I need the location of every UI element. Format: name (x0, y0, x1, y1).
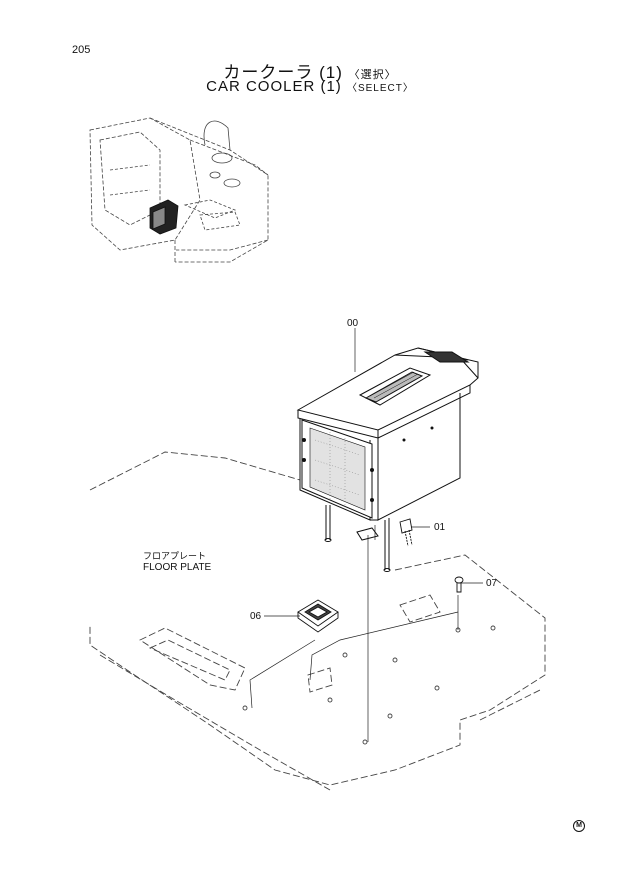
label-part-00: 00 (347, 318, 359, 329)
label-part-07: 07 (486, 578, 498, 589)
label-part-06: 06 (250, 611, 262, 622)
floor-plate (89, 451, 546, 791)
corner-m-mark: M (573, 820, 585, 832)
label-part-01: 01 (434, 522, 446, 533)
floor-plate-label-japanese: フロアプレート (143, 551, 207, 561)
floor-plate-label-english: FLOOR PLATE (143, 562, 212, 573)
car-cooler-unit (296, 347, 479, 572)
title-japanese: カークーラ (1) 〈選択〉 (0, 58, 620, 83)
floor-plate-holes (242, 625, 496, 745)
title-english-sub: 〈SELECT〉 (346, 83, 414, 94)
title-japanese-sub: 〈選択〉 (348, 69, 397, 81)
title-english: CAR COOLER (1) 〈SELECT〉 (0, 78, 620, 95)
grommet-06 (297, 599, 339, 633)
page-number: 205 (72, 44, 91, 56)
leader-lines (249, 328, 483, 742)
plug-07 (454, 576, 464, 593)
bolt-01 (399, 518, 413, 547)
excavator-overview-sketch (89, 117, 269, 263)
title-english-main: CAR COOLER (1) (206, 78, 342, 95)
title-japanese-main: カークーラ (1) (223, 63, 343, 82)
